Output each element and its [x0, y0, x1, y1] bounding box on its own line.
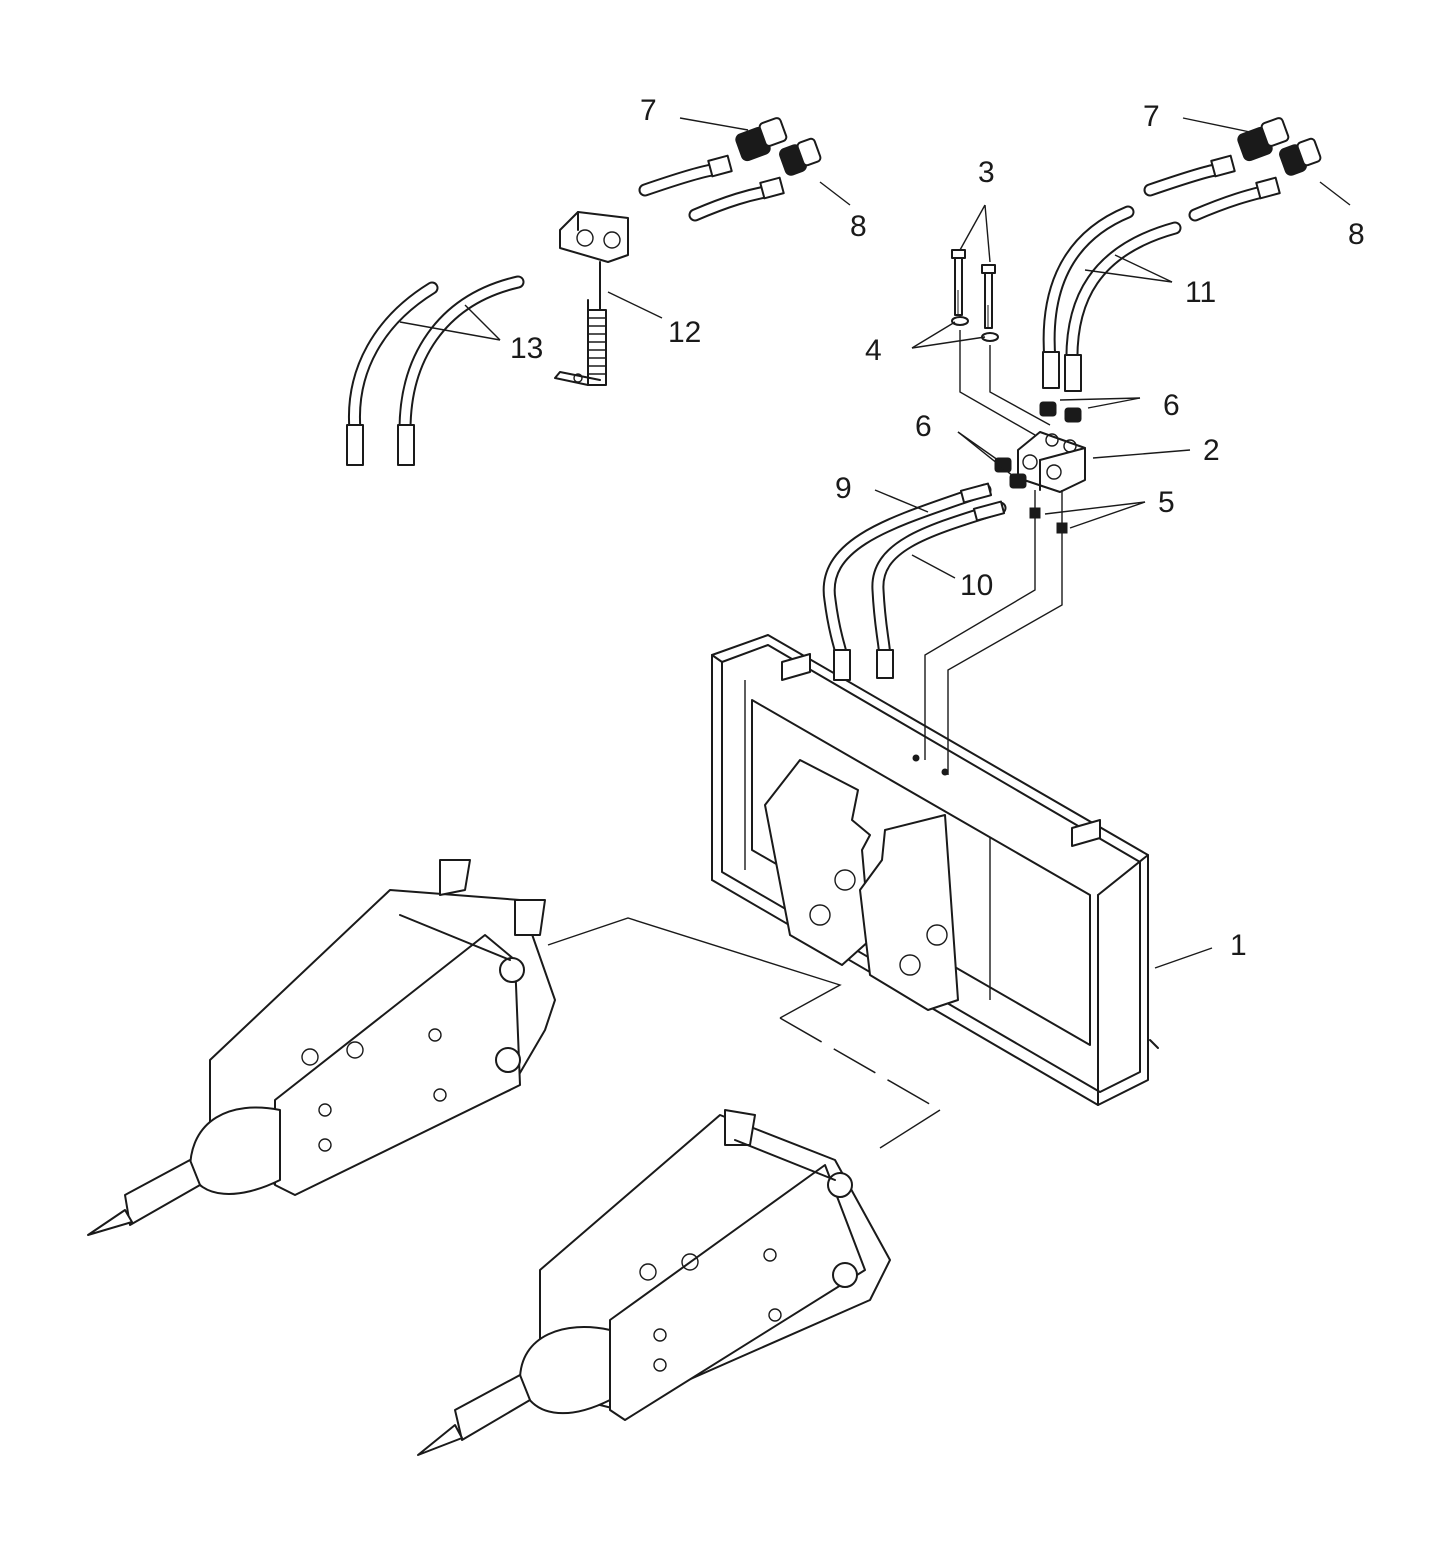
callout-6-left: 6 — [915, 410, 932, 443]
callout-3: 3 — [978, 156, 995, 189]
bolts — [951, 249, 996, 329]
callout-6-right: 6 — [1163, 389, 1180, 422]
breaker-upper — [87, 859, 556, 1236]
callout-5: 5 — [1158, 486, 1175, 519]
callout-1: 1 — [1230, 929, 1247, 962]
breaker-lower — [417, 1109, 891, 1456]
callout-12: 12 — [668, 316, 701, 349]
callout-7-left: 7 — [640, 94, 657, 127]
mounting-frame — [711, 634, 1159, 1106]
callout-13: 13 — [510, 332, 543, 365]
manifold-block — [1017, 431, 1086, 493]
callout-7-right: 7 — [1143, 100, 1160, 133]
callout-2: 2 — [1203, 434, 1220, 467]
hose-holder — [554, 211, 629, 386]
callout-labels: 7 8 7 8 3 4 11 12 13 6 6 2 9 5 10 1 — [510, 94, 1365, 962]
washers — [951, 316, 999, 342]
callout-10: 10 — [960, 569, 993, 602]
hoses-13 — [346, 275, 525, 466]
couplers-right — [1143, 117, 1322, 222]
hoses-11 — [1042, 205, 1182, 392]
callout-9: 9 — [835, 472, 852, 505]
callout-11: 11 — [1185, 276, 1216, 309]
callout-4: 4 — [865, 334, 882, 367]
couplers-left — [638, 117, 822, 222]
callout-8-right: 8 — [1348, 218, 1365, 251]
hoses-9-10 — [822, 482, 1007, 681]
callout-8-left: 8 — [850, 210, 867, 243]
leader-lines — [399, 117, 1351, 969]
